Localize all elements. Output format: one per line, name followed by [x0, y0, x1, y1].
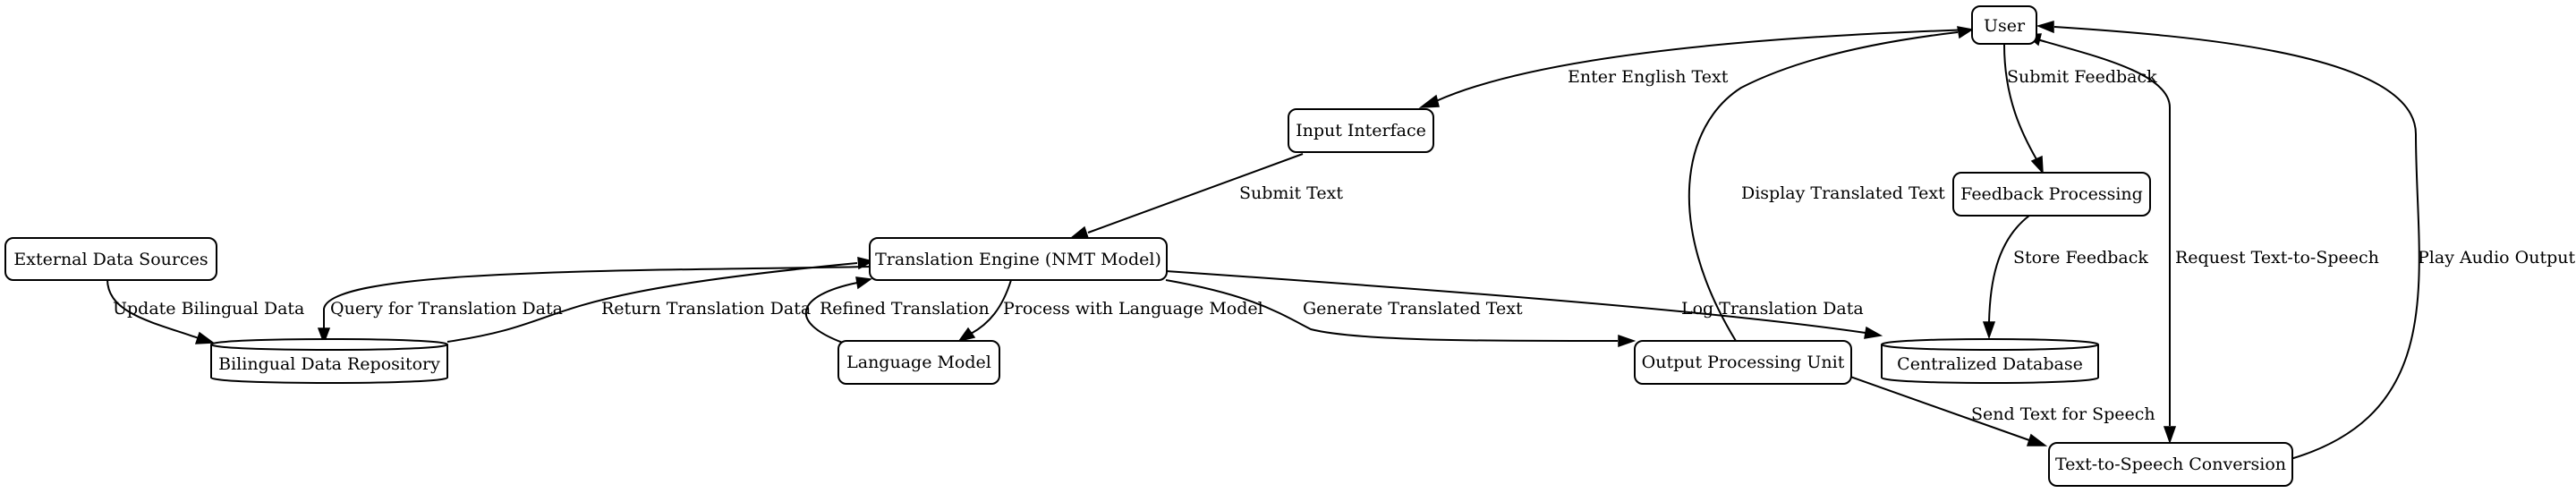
- edge-process-with-language-model: [957, 279, 1012, 343]
- node-text-to-speech-conversion-label: Text-to-Speech Conversion: [2055, 455, 2286, 474]
- node-language-model-label: Language Model: [846, 353, 991, 372]
- node-language-model[interactable]: Language Model: [837, 340, 1000, 385]
- edge-enter-english-text: [1418, 29, 1972, 108]
- label-send-text-for-speech: Send Text for Speech: [1971, 404, 2155, 424]
- node-centralized-database[interactable]: Centralized Database: [1880, 338, 2100, 384]
- label-store-feedback: Store Feedback: [2013, 248, 2148, 268]
- label-return-translation-data: Return Translation Data: [601, 299, 811, 319]
- label-log-translation-data: Log Translation Data: [1681, 299, 1864, 319]
- label-request-text-to-speech: Request Text-to-Speech: [2175, 248, 2379, 268]
- node-output-processing-unit[interactable]: Output Processing Unit: [1634, 340, 1852, 385]
- edge-query-for-translation-data: [317, 266, 873, 345]
- node-user-label: User: [1984, 16, 2026, 36]
- node-text-to-speech-conversion[interactable]: Text-to-Speech Conversion: [2048, 442, 2293, 487]
- label-query-for-translation-data: Query for Translation Data: [330, 299, 563, 319]
- label-process-with-language-model: Process with Language Model: [1003, 299, 1263, 319]
- edge-play-audio-output: [2036, 20, 2420, 460]
- label-display-translated-text: Display Translated Text: [1741, 183, 1945, 203]
- edges: [106, 20, 2420, 460]
- node-external-data-sources[interactable]: External Data Sources: [4, 237, 217, 281]
- node-centralized-database-label: Centralized Database: [1897, 354, 2083, 374]
- edge-store-feedback: [1982, 215, 2030, 340]
- label-generate-translated-text: Generate Translated Text: [1303, 299, 1523, 319]
- edge-update-bilingual-data: [106, 278, 216, 344]
- node-input-interface-label: Input Interface: [1296, 121, 1426, 140]
- edge-refined-translation: [804, 276, 872, 344]
- nodes: User Input Interface Translation Engine …: [4, 5, 2293, 487]
- label-update-bilingual-data: Update Bilingual Data: [113, 299, 304, 319]
- node-output-processing-unit-label: Output Processing Unit: [1642, 353, 1845, 372]
- node-bilingual-data-repository[interactable]: Bilingual Data Repository: [209, 338, 449, 384]
- node-input-interface[interactable]: Input Interface: [1288, 108, 1434, 153]
- edge-submit-feedback: [2003, 44, 2044, 175]
- label-submit-feedback: Submit Feedback: [2007, 67, 2157, 87]
- edge-generate-translated-text: [1165, 279, 1637, 348]
- node-feedback-processing[interactable]: Feedback Processing: [1952, 172, 2151, 217]
- node-translation-engine[interactable]: Translation Engine (NMT Model): [869, 237, 1168, 281]
- edge-log-translation-data: [1165, 270, 1883, 339]
- label-refined-translation: Refined Translation: [820, 299, 990, 319]
- label-enter-english-text: Enter English Text: [1568, 67, 1729, 87]
- node-bilingual-data-repository-label: Bilingual Data Repository: [218, 354, 440, 374]
- node-user[interactable]: User: [1971, 5, 2037, 45]
- label-submit-text: Submit Text: [1239, 183, 1343, 203]
- node-external-data-sources-label: External Data Sources: [13, 250, 208, 269]
- label-play-audio-output: Play Audio Output: [2418, 248, 2575, 268]
- edge-labels: Enter English Text Submit Text Update Bi…: [113, 67, 2575, 424]
- node-translation-engine-label: Translation Engine (NMT Model): [875, 250, 1161, 269]
- edge-display-translated-text: [1688, 26, 1974, 342]
- node-feedback-processing-label: Feedback Processing: [1960, 184, 2143, 204]
